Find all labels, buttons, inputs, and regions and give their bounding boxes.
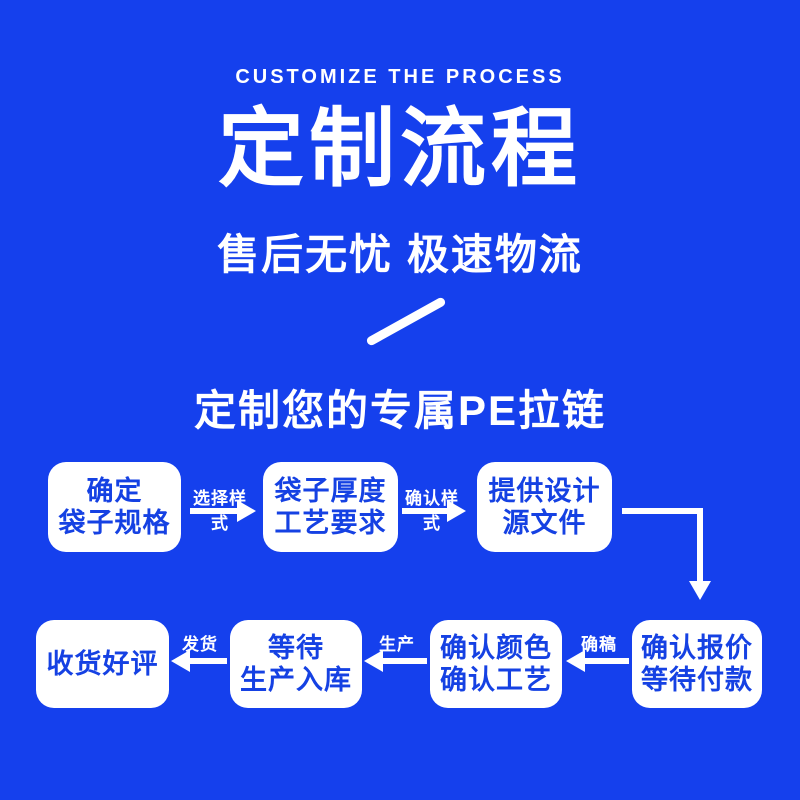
arrow-elbow-down-icon bbox=[622, 508, 703, 514]
flow-step-label: 收货好评 bbox=[46, 648, 159, 679]
arrow-down-icon bbox=[689, 581, 711, 600]
flow-step-label: 确认工艺 bbox=[440, 665, 552, 695]
arrow-right-icon bbox=[402, 508, 448, 514]
arrow-left-icon bbox=[188, 658, 227, 664]
subtitle: 售后无忧 极速物流 bbox=[217, 231, 583, 278]
arrow-left-icon bbox=[566, 650, 585, 672]
eyebrow-text: CUSTOMIZE THE PROCESS bbox=[235, 66, 565, 88]
flow-step-label: 袋子规格 bbox=[58, 508, 171, 538]
arrow-left-icon bbox=[364, 650, 383, 672]
flow-step-label: 等待付款 bbox=[641, 665, 753, 695]
flow-step-label: 工艺要求 bbox=[274, 508, 387, 538]
flow-step-label: 等待 bbox=[268, 632, 324, 663]
arrow-elbow-down-icon bbox=[697, 508, 703, 583]
arrow-right-icon bbox=[190, 508, 238, 514]
flow-step-confirm-color-craft: 确认颜色 确认工艺 bbox=[430, 620, 562, 708]
arrow-label-shipping: 发货 bbox=[182, 635, 218, 654]
flow-step-label: 源文件 bbox=[502, 508, 587, 538]
flow-step-label: 袋子厚度 bbox=[274, 475, 387, 506]
flow-step-label: 提供设计 bbox=[488, 475, 601, 506]
flow-step-await-production: 等待 生产入库 bbox=[230, 620, 362, 708]
arrow-label-select-style: 选择样式 bbox=[193, 489, 247, 533]
arrow-left-icon bbox=[583, 658, 629, 664]
arrow-right-icon bbox=[447, 500, 466, 522]
arrow-label-confirm-style: 确认样式 bbox=[405, 489, 459, 533]
flow-step-confirm-quote-payment: 确认报价 等待付款 bbox=[632, 620, 762, 708]
arrow-label-production: 生产 bbox=[379, 635, 415, 654]
arrow-left-icon bbox=[381, 658, 427, 664]
flow-step-confirm-bag-spec: 确定 袋子规格 bbox=[48, 462, 181, 552]
page-title: 定制流程 bbox=[218, 101, 582, 197]
flow-step-receive-review: 收货好评 bbox=[36, 620, 169, 708]
arrow-left-icon bbox=[171, 650, 190, 672]
flow-step-label: 确定 bbox=[86, 475, 143, 506]
flow-step-provide-design-file: 提供设计 源文件 bbox=[477, 462, 612, 552]
arrow-right-icon bbox=[237, 500, 256, 522]
arrow-label-confirm-draft: 确稿 bbox=[581, 635, 617, 654]
flow-step-label: 生产入库 bbox=[240, 665, 352, 695]
flow-step-label: 确认报价 bbox=[641, 632, 753, 663]
slash-divider-icon bbox=[365, 296, 447, 347]
flow-step-thickness-craft: 袋子厚度 工艺要求 bbox=[263, 462, 398, 552]
section-title: 定制您的专属PE拉链 bbox=[193, 387, 607, 434]
flow-step-label: 确认颜色 bbox=[440, 632, 552, 663]
